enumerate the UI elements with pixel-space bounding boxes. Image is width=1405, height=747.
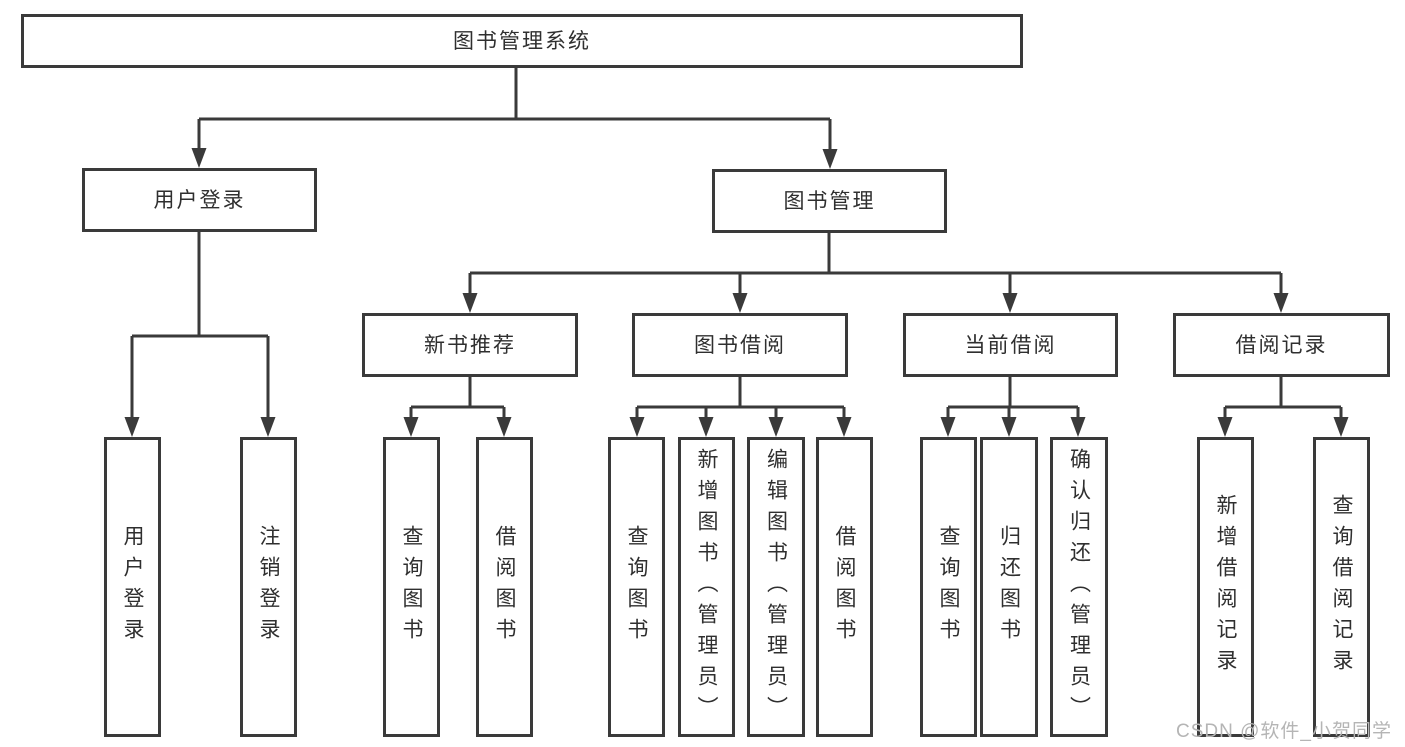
leaf-query-books-borrow: 查询图书 [608,437,665,737]
node-current-borrowing: 当前借阅 [903,313,1118,377]
leaf-borrow-books-recommend: 借阅图书 [476,437,533,737]
leaf-query-books-recommend: 查询图书 [383,437,440,737]
leaf-query-borrow-record: 查询借阅记录 [1313,437,1370,737]
node-borrowing-records: 借阅记录 [1173,313,1390,377]
csdn-watermark: CSDN @软件_小贺同学 [1176,721,1392,742]
leaf-confirm-return-admin: 确认归还（管理员） [1050,437,1108,737]
leaf-query-books-current: 查询图书 [920,437,977,737]
leaf-return-book: 归还图书 [980,437,1038,737]
leaf-add-book-admin: 新增图书（管理员） [678,437,735,737]
leaf-add-borrow-record: 新增借阅记录 [1197,437,1254,737]
leaf-logout: 注销登录 [240,437,297,737]
node-book-management: 图书管理 [712,169,947,233]
leaf-edit-book-admin: 编辑图书（管理员） [747,437,805,737]
node-root: 图书管理系统 [21,14,1023,68]
node-book-borrowing: 图书借阅 [632,313,848,377]
node-new-book-recommendation: 新书推荐 [362,313,578,377]
node-user-login: 用户登录 [82,168,317,232]
leaf-user-login: 用户登录 [104,437,161,737]
leaf-borrow-books: 借阅图书 [816,437,873,737]
